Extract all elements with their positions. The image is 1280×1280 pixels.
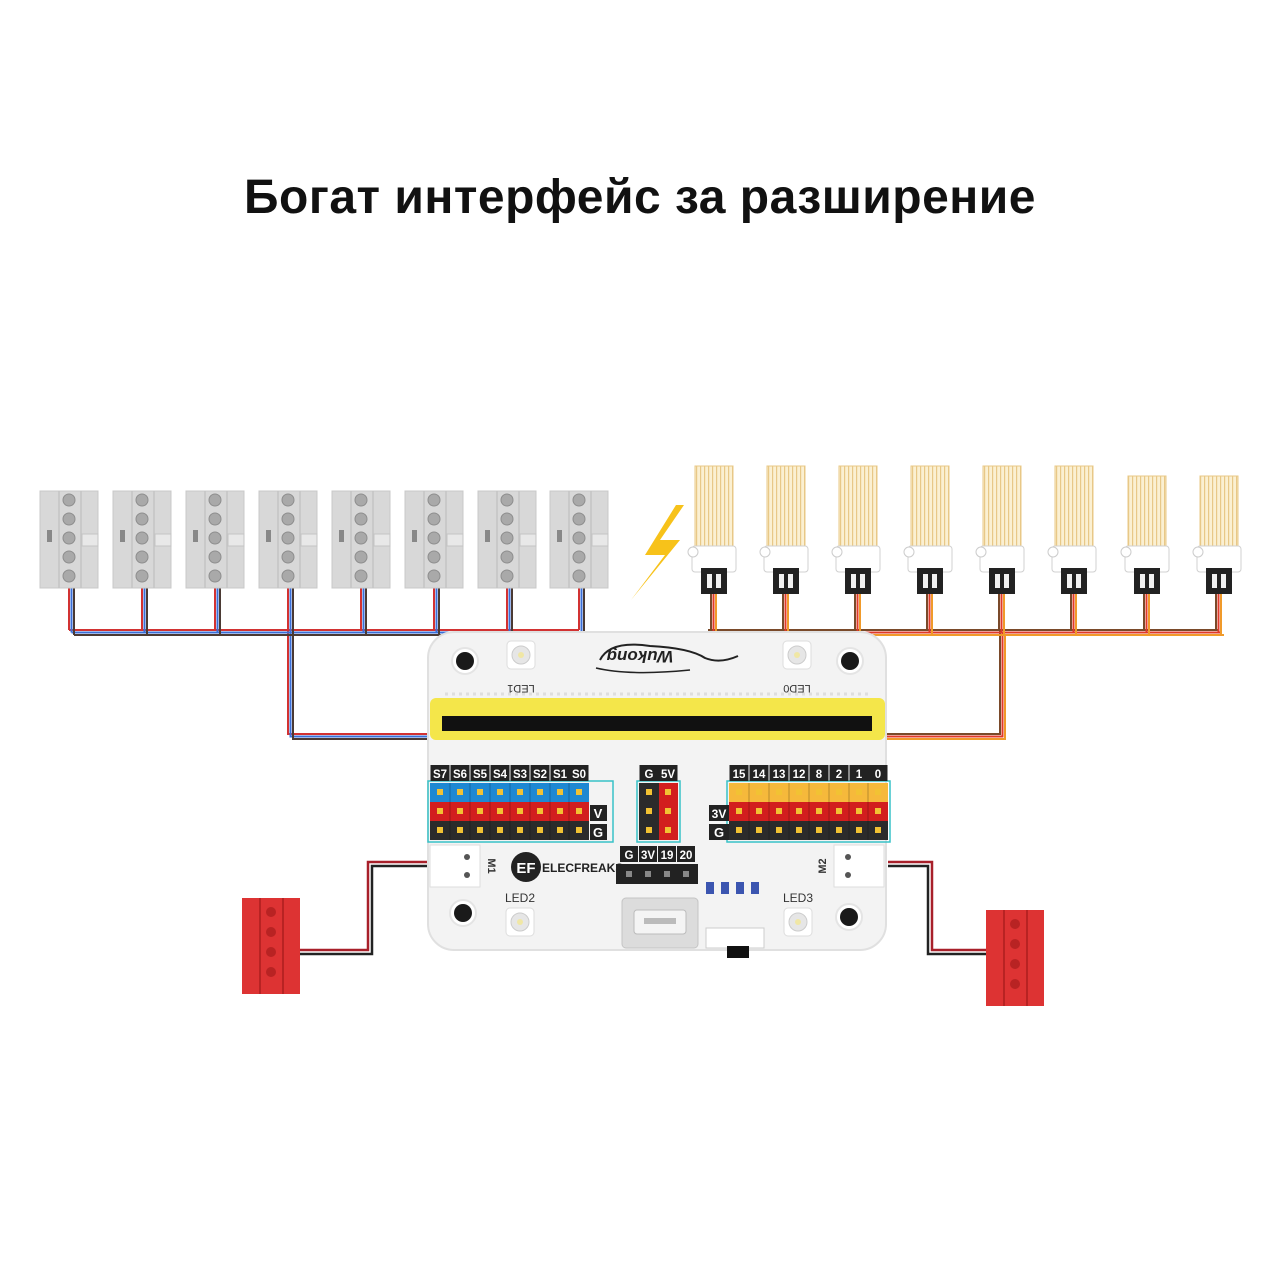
pin-label-bg	[430, 765, 450, 781]
servo-module	[112, 490, 172, 589]
elecfreaks-logo-icon: EF ELECFREAKS	[511, 852, 623, 882]
pin-label-bg	[829, 765, 849, 781]
pin-label-bg	[769, 765, 789, 781]
water-sensor	[1047, 465, 1097, 594]
servo-module	[549, 490, 609, 589]
motor-left	[242, 898, 300, 994]
led-1: LED1	[506, 640, 536, 694]
wukong-logo-icon: Wukong	[595, 643, 739, 674]
smd-resistors	[706, 882, 759, 894]
servo-module	[331, 490, 391, 589]
motor-label-m2: M2	[817, 858, 829, 873]
water-sensor	[687, 465, 737, 594]
i2c-pin-header: G 3V 19 20	[616, 846, 698, 884]
water-sensor	[759, 465, 809, 594]
svg-text:EF: EF	[516, 860, 535, 877]
motor-wires	[300, 860, 988, 956]
sensor-wire-bus	[708, 594, 1224, 782]
row-label-3v: 3V	[712, 807, 727, 821]
pin-label: G	[625, 850, 634, 862]
pin-label-bg	[450, 765, 470, 781]
servo-module	[185, 490, 245, 589]
water-sensor	[903, 465, 953, 594]
pin-label: 12	[793, 769, 806, 781]
pin-label: 13	[773, 769, 786, 781]
pin-label: S5	[473, 769, 488, 781]
motor-connector-m2: M2	[817, 844, 885, 888]
pin-label-bg	[868, 765, 888, 781]
lightning-bolt-icon	[631, 505, 684, 600]
pin-label: 2	[836, 769, 842, 781]
pin-label: S6	[453, 769, 467, 781]
pin-label-bg	[749, 765, 769, 781]
row-label-g2: G	[714, 825, 724, 840]
pin-label: S2	[533, 769, 547, 781]
motor-label-m1: M1	[485, 858, 497, 873]
pin-label-bg	[729, 765, 749, 781]
row-label-v: V	[594, 806, 603, 821]
pin-label-bg	[849, 765, 869, 781]
pin-label: 5V	[661, 769, 675, 781]
pin-label: 3V	[641, 850, 655, 862]
pin-label: 0	[875, 769, 881, 781]
wukong-logo-text: Wukong	[606, 647, 673, 666]
pin-label-bg	[470, 765, 490, 781]
pin-label: S0	[572, 769, 586, 781]
page-title: Богат интерфейс за разширение	[244, 171, 1036, 224]
water-sensor	[1192, 475, 1242, 594]
pin-label: S4	[493, 769, 508, 781]
servo-module	[477, 490, 537, 589]
servo-module	[39, 490, 99, 589]
motor-connector-m1: M1	[429, 844, 497, 888]
led-0: LED0	[782, 640, 812, 694]
led-3-label: LED3	[783, 891, 813, 905]
pin-label-bg	[530, 765, 550, 781]
pin-label: 19	[661, 850, 674, 862]
row-label-g: G	[593, 825, 603, 840]
pin-label: 15	[733, 769, 746, 781]
power-switch[interactable]	[705, 927, 765, 958]
pin-label-bg	[789, 765, 809, 781]
pin-label: 8	[816, 769, 823, 781]
led-0-label: LED0	[783, 682, 811, 694]
servo-modules	[39, 490, 609, 589]
pin-label-bg	[490, 765, 510, 781]
power-pin-header: G 5V	[636, 765, 681, 843]
pin-label: 14	[753, 769, 766, 781]
pin-label-bg	[550, 765, 570, 781]
led-2: LED2	[505, 891, 535, 937]
pin-label: S1	[553, 769, 568, 781]
pin-label-bg	[569, 765, 589, 781]
led-2-label: LED2	[505, 891, 535, 905]
led-3: LED3	[783, 891, 813, 937]
water-sensor	[975, 465, 1025, 594]
servo-module	[258, 490, 318, 589]
pin-label-bg	[809, 765, 829, 781]
pin-label: S7	[433, 769, 447, 781]
usb-port	[621, 897, 699, 949]
motor-right	[986, 910, 1044, 1006]
water-level-sensors	[687, 465, 1242, 594]
led-1-label: LED1	[507, 682, 535, 694]
water-sensor	[1120, 475, 1170, 594]
pin-label: S3	[513, 769, 527, 781]
brand-text: ELECFREAKS	[542, 861, 623, 875]
mounting-holes	[449, 647, 864, 931]
water-sensor	[831, 465, 881, 594]
servo-module	[404, 490, 464, 589]
pin-label: G	[645, 769, 654, 781]
servo-pin-header: S7 S6 S5 S4 S3 S2 S1 S0	[427, 765, 614, 843]
pin-label: 1	[856, 769, 863, 781]
pin-label-bg	[510, 765, 530, 781]
pin-label: 20	[680, 850, 693, 862]
